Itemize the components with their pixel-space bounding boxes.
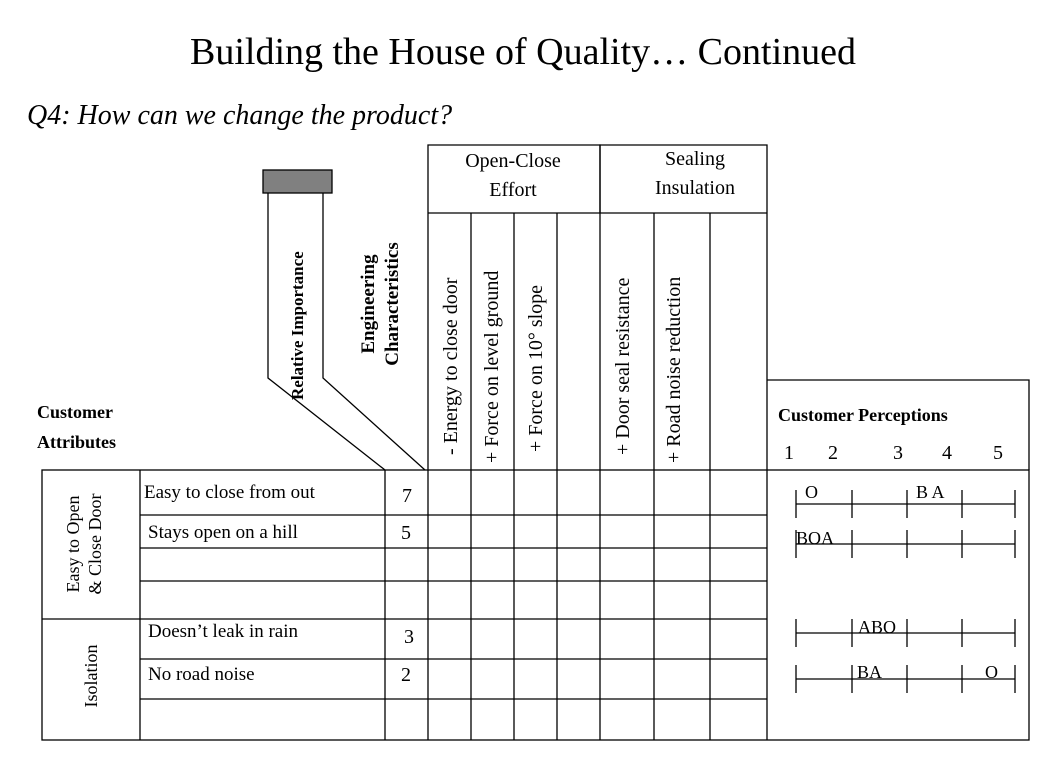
scale-label-1: 1 xyxy=(784,442,794,464)
scale-label-2: 2 xyxy=(828,442,838,464)
scale-label-4: 4 xyxy=(942,442,952,464)
scale-label-5: 5 xyxy=(993,442,1003,464)
relative-importance-label: Relative Importance xyxy=(288,251,307,400)
perception-mark: BA xyxy=(857,662,883,682)
category-isolation: Isolation xyxy=(81,644,101,708)
perception-mark: ABO xyxy=(858,617,897,637)
perception-scale-row-1 xyxy=(795,490,1016,518)
connector-line-right xyxy=(322,193,426,471)
importance-box xyxy=(262,169,333,194)
relationship-matrix xyxy=(41,469,1030,741)
perception-mark: O xyxy=(805,482,818,502)
characteristic-energy-to-close: - Energy to close door xyxy=(440,277,462,455)
characteristic-force-level-ground: + Force on level ground xyxy=(481,270,503,463)
connector-line-left xyxy=(267,193,386,471)
group-header-sealing: Sealing Insulation xyxy=(655,148,735,199)
perception-mark: O xyxy=(985,662,998,682)
group-header-open-close: Open-Close Effort xyxy=(465,150,561,201)
characteristic-force-slope: + Force on 10° slope xyxy=(525,284,547,452)
attribute-stays-open: Stays open on a hill xyxy=(148,522,298,543)
characteristic-road-noise-reduction: + Road noise reduction xyxy=(663,276,685,463)
attribute-no-road-noise: No road noise xyxy=(148,664,255,685)
attribute-easy-to-close: Easy to close from out xyxy=(144,482,315,503)
customer-attributes-label: Customer Attributes xyxy=(37,402,116,452)
attribute-doesnt-leak: Doesn’t leak in rain xyxy=(148,621,299,642)
importance-value: 5 xyxy=(401,522,411,544)
characteristic-door-seal-resistance: + Door seal resistance xyxy=(612,277,634,455)
category-easy-to-open: Easy to Open & Close Door xyxy=(63,493,105,595)
slide-subtitle: Q4: How can we change the product? xyxy=(27,100,453,131)
perception-scale-row-4 xyxy=(795,665,1016,693)
importance-value: 2 xyxy=(401,664,411,686)
customer-perceptions-label: Customer Perceptions xyxy=(778,405,948,425)
slide-title: Building the House of Quality… Continued xyxy=(189,31,856,73)
perception-scale-row-2 xyxy=(795,530,1016,558)
importance-value: 7 xyxy=(402,485,412,507)
scale-label-3: 3 xyxy=(893,442,903,464)
importance-value: 3 xyxy=(404,626,414,648)
engineering-characteristics-label: Engineering Characteristics xyxy=(358,242,403,366)
perception-mark: BOA xyxy=(796,528,835,548)
group-bracket-sealing xyxy=(599,144,768,213)
perception-scale-row-3 xyxy=(795,619,1016,647)
perception-mark: B A xyxy=(916,482,945,502)
